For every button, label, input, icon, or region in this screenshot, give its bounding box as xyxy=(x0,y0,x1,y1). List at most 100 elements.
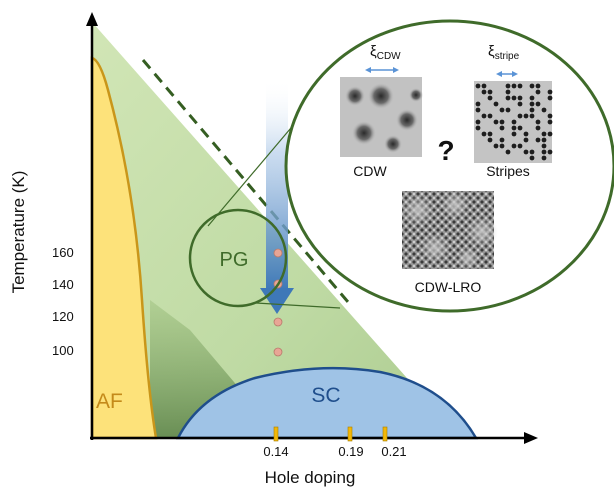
y-tick-label: 160 xyxy=(52,245,74,260)
stripe-dot xyxy=(547,131,553,137)
stripe-dot xyxy=(487,137,493,143)
stripe-dot xyxy=(493,119,499,125)
stripe-dot xyxy=(541,131,547,137)
xi-stripe-arrow-head-right xyxy=(512,71,518,77)
stripe-dot xyxy=(541,107,547,113)
stripe-dot xyxy=(535,83,541,89)
sc-dome xyxy=(175,366,479,440)
stripe-dot xyxy=(511,143,517,149)
stripe-dot xyxy=(529,101,535,107)
x-tick-label: 0.19 xyxy=(338,444,363,459)
stripe-dot xyxy=(475,107,481,113)
stripe-dot xyxy=(523,149,529,155)
stripe-dot xyxy=(535,89,541,95)
stripe-dot xyxy=(529,113,535,119)
stripe-dot xyxy=(517,113,523,119)
xi-cdw-symbol: ξ xyxy=(370,43,377,60)
stripe-dot xyxy=(517,83,523,89)
xi-stripe-symbol: ξ xyxy=(488,43,495,60)
cdw-image xyxy=(340,77,423,157)
stripe-dot xyxy=(535,125,541,131)
stripe-dot xyxy=(547,95,553,101)
stripe-dot xyxy=(475,101,481,107)
xi-cdw-arrow-head-right xyxy=(393,67,399,73)
stripe-dot xyxy=(511,83,517,89)
xi-stripe-arrow-head-left xyxy=(496,71,502,77)
stripe-dot xyxy=(505,83,511,89)
stripe-dot xyxy=(481,89,487,95)
stripe-dot xyxy=(511,125,517,131)
stripe-dot xyxy=(493,101,499,107)
stripe-dot xyxy=(529,95,535,101)
stripe-dot xyxy=(511,95,517,101)
stripe-dot xyxy=(547,113,553,119)
stripe-dot xyxy=(541,143,547,149)
stripe-dot xyxy=(517,101,523,107)
stripe-dot xyxy=(475,119,481,125)
y-axis-arrow xyxy=(86,12,98,26)
stripe-dot xyxy=(499,119,505,125)
cdw-lro-image xyxy=(402,191,498,269)
stripe-dot xyxy=(523,137,529,143)
data-point xyxy=(273,347,283,357)
stripe-dot xyxy=(517,143,523,149)
stripe-dot xyxy=(541,149,547,155)
stripe-dot xyxy=(475,125,481,131)
y-axis-label: Temperature (K) xyxy=(9,171,28,294)
stripe-dot xyxy=(505,95,511,101)
y-tick-label: 100 xyxy=(52,343,74,358)
zoom-connector xyxy=(255,302,341,309)
x-tick-marker xyxy=(382,426,388,442)
stripe-dot xyxy=(529,107,535,113)
pg-circle xyxy=(188,208,288,308)
stripe-dot xyxy=(523,113,529,119)
stripe-dot xyxy=(481,113,487,119)
stripe-dot xyxy=(481,83,487,89)
xi-stripe-subscript: stripe xyxy=(495,51,520,62)
y-tick-label: 140 xyxy=(52,277,74,292)
y-tick-label: 120 xyxy=(52,309,74,324)
stripe-dot xyxy=(499,125,505,131)
stripe-dot xyxy=(541,155,547,161)
stripe-dot xyxy=(487,89,493,95)
stripe-dot xyxy=(529,83,535,89)
stripe-dot xyxy=(487,131,493,137)
stripe-dot xyxy=(535,137,541,143)
af-dome xyxy=(90,56,158,440)
stripe-dot xyxy=(475,83,481,89)
x-axis-arrow xyxy=(524,432,538,444)
stripe-dot xyxy=(505,107,511,113)
data-point xyxy=(273,248,283,258)
af-label: AF xyxy=(96,390,123,413)
stripe-dot xyxy=(535,119,541,125)
stripe-dot xyxy=(547,89,553,95)
stripe-dot xyxy=(493,143,499,149)
stripe-dot xyxy=(487,95,493,101)
stripe-dot xyxy=(547,119,553,125)
x-tick-marker xyxy=(347,426,353,442)
stripes-image-label: Stripes xyxy=(486,163,530,179)
stripe-dot xyxy=(529,149,535,155)
stripe-dot xyxy=(529,155,535,161)
stripe-dot xyxy=(505,149,511,155)
stripe-dot xyxy=(487,113,493,119)
question-mark: ? xyxy=(437,135,454,166)
cdw-image-label: CDW xyxy=(353,163,387,179)
stripe-dot xyxy=(541,137,547,143)
sc-label: SC xyxy=(311,384,340,407)
xi-stripe-label: ξstripe xyxy=(488,43,520,62)
stripe-dot xyxy=(517,95,523,101)
xi-cdw-arrow-head-left xyxy=(365,67,371,73)
doping-arrow-shaft xyxy=(266,78,288,290)
stripe-dot xyxy=(511,119,517,125)
stripe-dot xyxy=(511,131,517,137)
pg-label: PG xyxy=(220,249,249,271)
stripe-dot xyxy=(499,107,505,113)
stripe-dot xyxy=(535,101,541,107)
xi-cdw-label: ξCDW xyxy=(370,43,401,62)
stripe-dot xyxy=(499,137,505,143)
stripe-dot xyxy=(505,89,511,95)
stripe-dot xyxy=(499,143,505,149)
